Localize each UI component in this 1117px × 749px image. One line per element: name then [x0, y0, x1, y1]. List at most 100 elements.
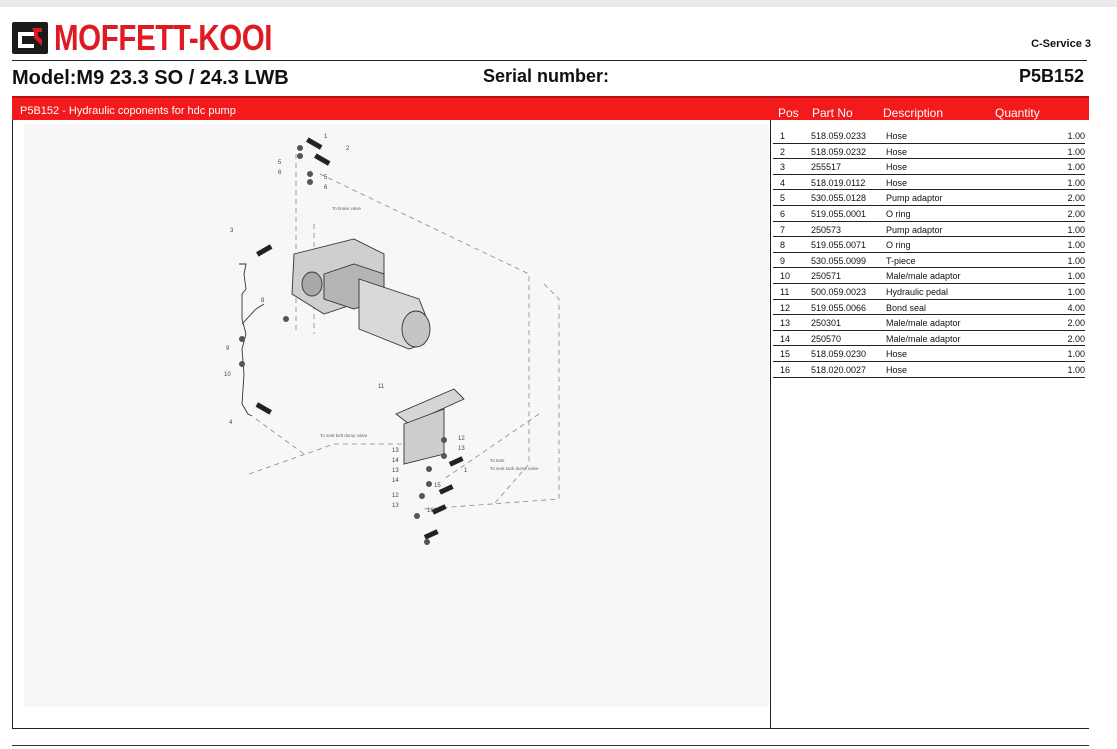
callout-3: 3	[230, 228, 234, 234]
footer-divider	[12, 745, 1089, 746]
part-pos: 12	[780, 302, 791, 313]
column-header-part-no: Part No	[812, 106, 853, 120]
part-number: 530.055.0099	[811, 255, 867, 266]
part-description: T-piece	[886, 255, 916, 266]
brand-wordmark: MOFFETT-KOOI	[54, 17, 273, 58]
pump-assembly	[291, 238, 431, 350]
part-description: Hydraulic pedal	[886, 286, 949, 297]
part-pos: 7	[780, 224, 786, 235]
part-description: Hose	[886, 349, 908, 360]
part-pos: 2	[780, 146, 786, 157]
part-description: Hose	[886, 162, 908, 173]
part-quantity: 2.00	[1067, 193, 1085, 204]
part-number: 530.055.0128	[811, 193, 867, 204]
callout-1: 1	[324, 134, 328, 140]
callout-16: 16	[427, 508, 434, 514]
part-number: 250573	[811, 224, 842, 235]
callout-9: 9	[226, 346, 230, 352]
part-quantity: 1.00	[1067, 177, 1085, 188]
top-band	[0, 0, 1117, 7]
part-description: Hose	[886, 364, 908, 375]
callout-2: 2	[346, 146, 350, 152]
callout-5: 5	[278, 160, 282, 166]
part-number: 519.055.0001	[811, 208, 867, 219]
model-title: Model:M9 23.3 SO / 24.3 LWB	[12, 67, 289, 89]
brand-mark-icon	[12, 22, 48, 54]
part-pos: 15	[780, 349, 791, 360]
note-seat-pump: To seat belt dump valve	[320, 433, 368, 438]
callout-13: 13	[458, 446, 465, 452]
exploded-parts-drawing: 1 2 3 4 5 6 5 6 8 9 10 11 12 13 13 14 13…	[24, 124, 769, 707]
header-divider	[12, 60, 1087, 61]
part-quantity: 4.00	[1067, 302, 1085, 313]
part-pos: 11	[780, 286, 790, 297]
part-description: O ring	[886, 240, 911, 251]
part-pos: 8	[780, 240, 786, 251]
part-pos: 10	[780, 271, 791, 282]
part-number: 519.055.0071	[811, 240, 867, 251]
callout-5b: 5	[324, 175, 328, 181]
callout-8: 8	[261, 298, 265, 304]
part-description: Bond seal	[886, 302, 927, 313]
part-number: 519.055.0066	[811, 302, 867, 313]
part-description: Pump adaptor	[886, 193, 943, 204]
part-row: 7 250573 Pump adaptor 1.00	[773, 222, 1085, 238]
part-quantity: 1.00	[1067, 146, 1085, 157]
part-number: 250570	[811, 333, 842, 344]
note-tank: To tank	[490, 458, 505, 463]
part-row: 5 530.055.0128 Pump adaptor 2.00	[773, 190, 1085, 206]
serial-number-label: Serial number:	[483, 66, 610, 86]
part-quantity: 1.00	[1067, 224, 1085, 235]
part-description: O ring	[886, 208, 911, 219]
part-description: Hose	[886, 146, 908, 157]
part-pos: 9	[780, 255, 786, 266]
part-number: 518.059.0230	[811, 349, 867, 360]
column-header-description: Description	[883, 106, 944, 120]
column-header-pos: Pos	[778, 106, 799, 120]
part-row: 11 500.059.0023 Hydraulic pedal 1.00	[773, 284, 1085, 300]
document-code: C-Service 3	[1031, 38, 1091, 50]
part-description: Hose	[886, 131, 908, 141]
part-number: 518.059.0232	[811, 146, 867, 157]
callout-4: 4	[229, 420, 233, 426]
part-quantity: 1.00	[1067, 286, 1085, 297]
part-pos: 5	[780, 193, 786, 204]
callout-6: 6	[278, 170, 282, 176]
part-number: 500.059.0023	[811, 286, 867, 297]
callout-14b: 14	[392, 478, 399, 484]
part-quantity: 1.00	[1067, 240, 1085, 251]
callout-14: 14	[392, 458, 399, 464]
column-header-quantity: Quantity	[995, 106, 1040, 120]
callout-11: 11	[378, 384, 385, 390]
callout-13c: 13	[392, 468, 399, 474]
part-row: 8 519.055.0071 O ring 1.00	[773, 237, 1085, 253]
callout-13b: 13	[392, 448, 399, 454]
part-quantity: 2.00	[1067, 318, 1085, 329]
note-brake-valve: To brake valve	[332, 206, 362, 211]
part-description: Pump adaptor	[886, 224, 943, 235]
callout-13d: 13	[392, 503, 399, 509]
note-seat-tilt: To seat tank dump valve	[490, 466, 539, 471]
section-header-bar: P5B152 - Hydraulic coponents for hdc pum…	[12, 96, 1089, 120]
section-title: P5B152 - Hydraulic coponents for hdc pum…	[20, 105, 236, 117]
callout-10: 10	[224, 372, 231, 378]
callout-6b: 6	[324, 185, 328, 191]
part-quantity: 1.00	[1067, 162, 1085, 173]
part-quantity: 1.00	[1067, 364, 1085, 375]
column-divider	[770, 120, 771, 729]
callout-15: 15	[434, 483, 441, 489]
part-row: 9 530.055.0099 T-piece 1.00	[773, 253, 1085, 269]
part-pos: 16	[780, 364, 791, 375]
part-number: 518.059.0233	[811, 131, 867, 141]
part-number: 255517	[811, 162, 842, 173]
part-quantity: 1.00	[1067, 131, 1085, 141]
part-quantity: 1.00	[1067, 255, 1085, 266]
part-quantity: 2.00	[1067, 208, 1085, 219]
